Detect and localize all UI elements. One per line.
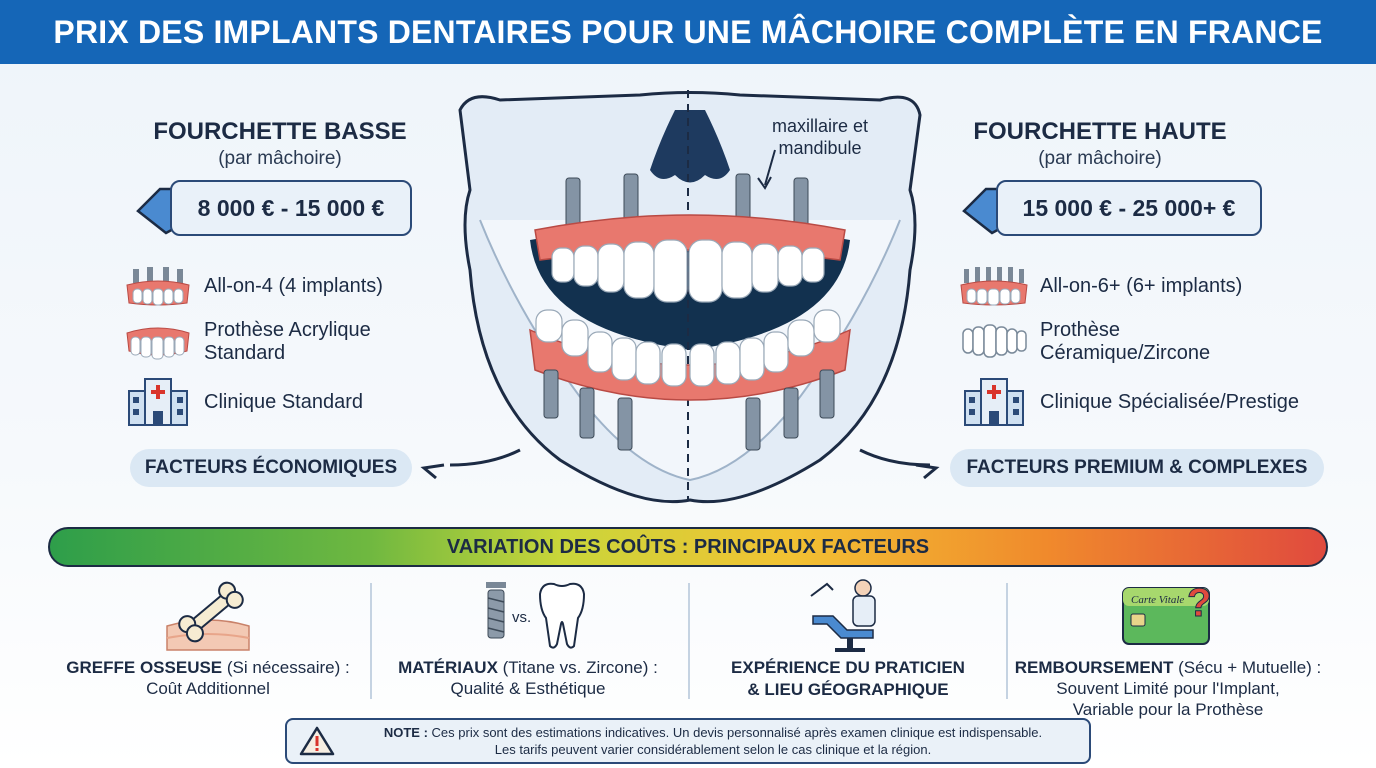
header-banner: PRIX DES IMPLANTS DENTAIRES POUR UNE MÂC… bbox=[0, 0, 1376, 64]
feature-specialized-clinic: Clinique Spécialisée/Prestige bbox=[958, 378, 1299, 426]
high-range-title: FOURCHETTE HAUTE bbox=[973, 118, 1227, 145]
page-title: PRIX DES IMPLANTS DENTAIRES POUR UNE MÂC… bbox=[53, 13, 1323, 50]
health-card-icon: Carte Vitale? bbox=[1008, 575, 1328, 655]
bone-graft-icon bbox=[48, 575, 368, 655]
clinic-icon bbox=[958, 378, 1030, 426]
vs-text: vs. bbox=[512, 609, 531, 626]
implant-bridge-icon bbox=[958, 262, 1030, 310]
high-range-panel: FOURCHETTE HAUTE (par mâchoire) bbox=[920, 118, 1340, 170]
disclaimer-note: NOTE : Ces prix sont des estimations ind… bbox=[285, 718, 1091, 764]
high-range-subtitle: (par mâchoire) bbox=[1038, 148, 1162, 169]
divider bbox=[370, 583, 372, 699]
feature-label: Clinique Standard bbox=[204, 390, 363, 413]
factor-bone-graft: GREFFE OSSEUSE (Si nécessaire) :Coût Add… bbox=[48, 575, 368, 715]
zirconia-teeth-icon bbox=[958, 318, 1030, 366]
factor-reimbursement: Carte Vitale? REMBOURSEMENT (Sécu + Mutu… bbox=[1008, 575, 1328, 720]
low-price: 8 000 € - 15 000 € bbox=[170, 180, 412, 236]
feature-label: All-on-4 (4 implants) bbox=[204, 274, 383, 297]
cost-variation-bar: VARIATION DES COÛTS : PRINCIPAUX FACTEUR… bbox=[48, 527, 1328, 567]
feature-label: Clinique Spécialisée/Prestige bbox=[1040, 390, 1300, 413]
low-range-title: FOURCHETTE BASSE bbox=[153, 118, 407, 145]
cost-factors: GREFFE OSSEUSE (Si nécessaire) :Coût Add… bbox=[48, 575, 1328, 720]
clinic-icon bbox=[122, 378, 194, 426]
economic-factors-pill: FACTEURS ÉCONOMIQUES bbox=[130, 449, 412, 487]
jaw-label: maxillaire et mandibule bbox=[771, 116, 869, 158]
svg-text:?: ? bbox=[1187, 581, 1211, 625]
low-range-subtitle: (par mâchoire) bbox=[218, 148, 342, 169]
low-range-panel: FOURCHETTE BASSE (par mâchoire) bbox=[105, 118, 465, 170]
card-text: Carte Vitale bbox=[1131, 594, 1184, 606]
denture-icon bbox=[122, 318, 194, 366]
feature-all-on-4: All-on-4 (4 implants) bbox=[122, 262, 383, 310]
feature-standard-clinic: Clinique Standard bbox=[122, 378, 363, 426]
high-price: 15 000 € - 25 000+ € bbox=[996, 180, 1262, 236]
cost-variation-label: VARIATION DES COÛTS : PRINCIPAUX FACTEUR… bbox=[446, 535, 930, 558]
feature-label: All-on-6+ (6+ implants) bbox=[1040, 274, 1243, 297]
warning-icon bbox=[287, 725, 347, 757]
factor-practitioner-location: EXPÉRIENCE DU PRATICIEN& LIEU GÉOGRAPHIQ… bbox=[688, 575, 1008, 715]
divider bbox=[688, 583, 690, 699]
premium-factors-pill: FACTEURS PREMIUM & COMPLEXES bbox=[950, 449, 1324, 487]
dentist-chair-icon bbox=[688, 575, 1008, 655]
implant-bridge-icon bbox=[122, 262, 194, 310]
divider bbox=[1006, 583, 1008, 699]
jaw-illustration bbox=[440, 70, 940, 510]
implant-vs-tooth-icon: vs. bbox=[368, 575, 688, 655]
factor-materials: vs. MATÉRIAUX (Titane vs. Zircone) :Qual… bbox=[368, 575, 688, 715]
note-text: NOTE : Ces prix sont des estimations ind… bbox=[383, 725, 1043, 757]
feature-all-on-6: All-on-6+ (6+ implants) bbox=[958, 262, 1242, 310]
arrow-right-icon bbox=[915, 463, 940, 480]
arrow-left-icon bbox=[420, 463, 445, 480]
